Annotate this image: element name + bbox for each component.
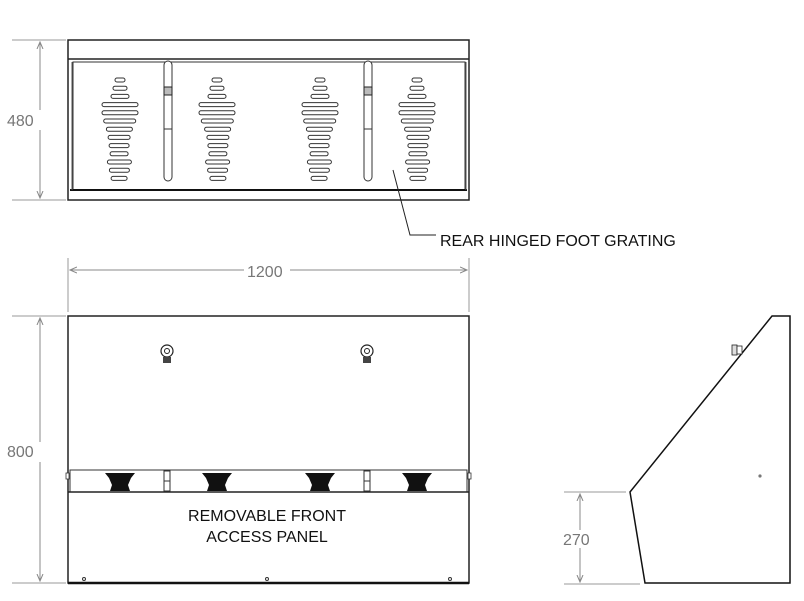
foot-grating	[72, 61, 466, 191]
grating-slot	[208, 151, 228, 157]
grating-slot	[110, 175, 128, 181]
grating-slot	[200, 118, 234, 124]
grating-slot	[314, 77, 326, 83]
panel-label-line1: REMOVABLE FRONT	[188, 508, 346, 525]
grating-callout: REAR HINGED FOOT GRATING	[392, 169, 676, 250]
dimension-label: 1200	[247, 264, 283, 281]
spray-nozzles	[105, 470, 432, 492]
panel-label-line2: ACCESS PANEL	[206, 529, 328, 546]
grating-slot	[310, 93, 330, 99]
dimension-label: 480	[7, 113, 34, 130]
spray-nozzle	[105, 473, 135, 491]
grating-slot	[308, 167, 330, 173]
dimension-800: 800	[6, 315, 66, 584]
grating-slot	[109, 151, 129, 157]
grating-slot	[207, 143, 229, 149]
grating-slot	[101, 102, 139, 108]
dimension-480: 480	[6, 39, 66, 201]
grating-slot	[306, 159, 332, 165]
tap-side	[731, 344, 743, 356]
grating-slot	[206, 134, 230, 140]
tap-spout	[163, 357, 171, 363]
grating-slot	[405, 159, 431, 165]
grating-slot	[103, 118, 137, 124]
grating-slot	[101, 110, 139, 116]
grating-slot	[312, 85, 328, 91]
tap-center	[364, 348, 370, 354]
grating-slot	[108, 167, 130, 173]
grating-slot	[211, 77, 223, 83]
dimension-label: 270	[563, 532, 590, 549]
dimension-label: 800	[7, 444, 34, 461]
grating-slot	[112, 85, 128, 91]
hinge-strap	[363, 60, 373, 182]
grating-slot	[409, 175, 427, 181]
hinge-straps	[163, 60, 373, 182]
grating-slot	[205, 159, 231, 165]
grating-slot	[398, 102, 436, 108]
dimension-1200: 1200	[67, 258, 470, 312]
spray-nozzle	[202, 473, 232, 491]
grating-slot	[411, 77, 423, 83]
grating-slot	[114, 77, 126, 83]
grating-slot	[409, 85, 425, 91]
grating-slot	[107, 134, 131, 140]
grating-slot	[404, 126, 432, 132]
grating-slot	[407, 93, 427, 99]
strap-buckle	[363, 86, 373, 96]
grating-slot	[408, 151, 428, 157]
callout-label: REAR HINGED FOOT GRATING	[440, 233, 676, 250]
grating-slot	[209, 85, 225, 91]
grating-slot	[407, 167, 429, 173]
grating-slot	[308, 143, 330, 149]
grating-slot	[106, 159, 132, 165]
side-view	[629, 315, 791, 584]
grating-slot	[307, 134, 331, 140]
grating-slot	[105, 126, 133, 132]
grating-slot	[110, 93, 130, 99]
grating-slot	[301, 110, 339, 116]
spray-nozzle	[402, 473, 432, 491]
grating-slot	[400, 118, 434, 124]
grating-slot	[207, 93, 227, 99]
grating-slot	[108, 143, 130, 149]
grating-slot	[310, 175, 328, 181]
grating-slot	[198, 102, 236, 108]
tap-center	[164, 348, 170, 354]
front-view: REMOVABLE FRONT ACCESS PANEL	[65, 315, 472, 585]
grating-slot	[398, 110, 436, 116]
grating-slot	[305, 126, 333, 132]
grating-slot	[303, 118, 337, 124]
grating-slot	[198, 110, 236, 116]
tap-spout	[363, 357, 371, 363]
grating-slot	[204, 126, 232, 132]
dimension-270: 270	[561, 491, 640, 585]
spray-nozzle	[305, 473, 335, 491]
grating-slot	[207, 167, 229, 173]
grating-slot	[407, 143, 429, 149]
taps	[160, 344, 374, 363]
grating-slot	[309, 151, 329, 157]
plan-view	[67, 39, 470, 201]
grating-slot	[301, 102, 339, 108]
strap-buckle	[163, 86, 173, 96]
grating-slot	[209, 175, 227, 181]
grating-slots	[101, 77, 436, 181]
grating-slot	[406, 134, 430, 140]
hinge-strap	[163, 60, 173, 182]
